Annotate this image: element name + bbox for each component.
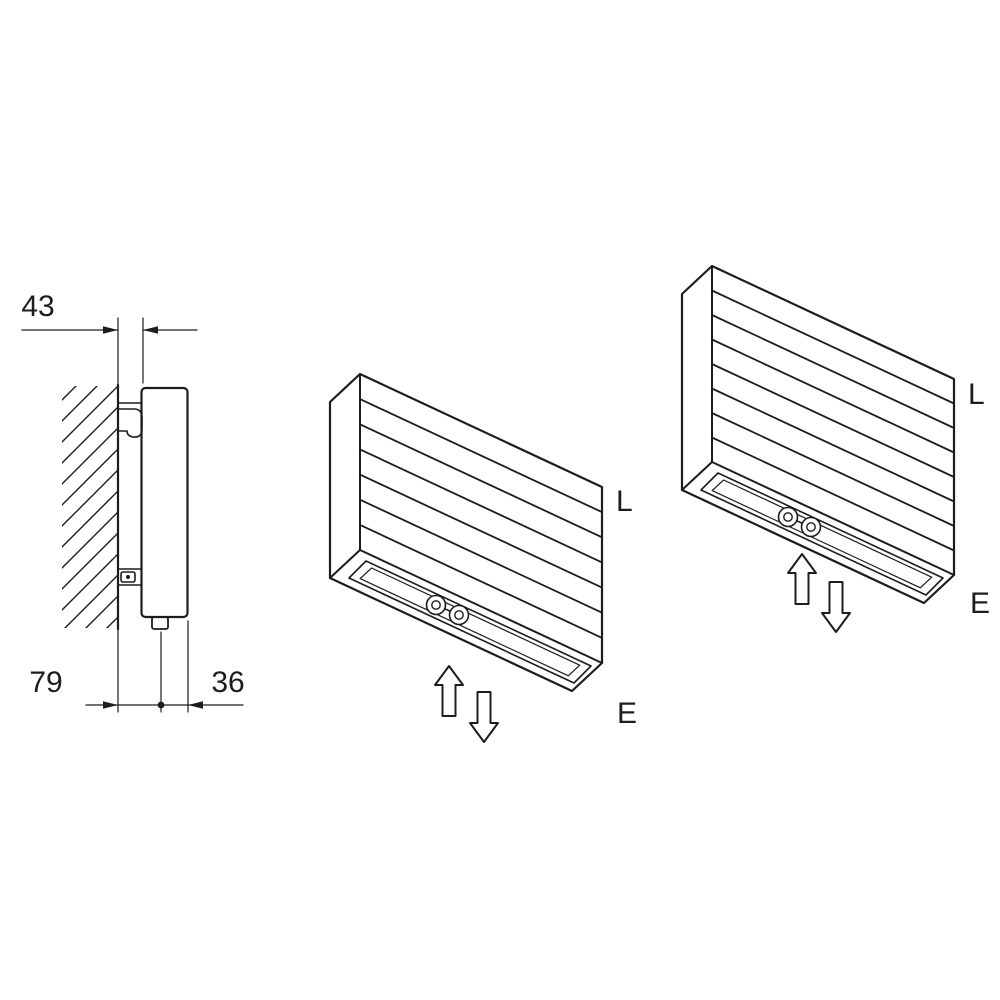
valve-outer: [448, 604, 470, 626]
radiator-iso-b: [680, 264, 956, 633]
valve-inner: [806, 522, 816, 532]
radiator-slats: [359, 398, 603, 639]
bracket-screw: [126, 575, 130, 579]
valve-outer: [800, 516, 822, 538]
dimension-lines: [21, 329, 244, 706]
flow-down-arrow-icon: [821, 581, 851, 633]
radiator-a-return-label: E: [617, 697, 637, 730]
connection-slot-inner: [711, 479, 933, 589]
dim-bottom-left-label: 79: [29, 666, 62, 699]
dimension-chain-dot: [157, 701, 165, 709]
flow-up-arrow-icon: [434, 665, 464, 717]
valve-inner: [431, 600, 441, 610]
valve-inner: [783, 512, 793, 522]
wall-hatching: [62, 386, 118, 628]
radiator-iso-a: [328, 372, 604, 743]
connection-slot-outer: [348, 560, 592, 684]
dim-top-label: 43: [21, 290, 54, 323]
radiator-edges: [329, 373, 603, 664]
radiator-a-supply-label: L: [616, 485, 633, 518]
mounting-bracket-bottom: [117, 568, 142, 586]
side-view: [21, 317, 244, 713]
bracket-spacer: [120, 571, 136, 583]
pipe-connection-nipple: [151, 616, 169, 630]
radiator-profile: [140, 386, 189, 619]
connection-slot-inner: [359, 567, 581, 677]
flow-up-arrow-icon: [787, 553, 817, 605]
mounting-bracket-top: [117, 402, 143, 438]
valve-outer: [425, 594, 447, 616]
extension-lines: [117, 317, 189, 713]
dim-bottom-right-label: 36: [211, 666, 244, 699]
flow-down-arrow-icon: [469, 691, 499, 743]
radiator-slats: [711, 289, 955, 552]
radiator-b-return-label: E: [970, 587, 990, 620]
valve-inner: [454, 610, 464, 620]
connection-slot-outer: [700, 472, 944, 596]
radiator-b-supply-label: L: [968, 378, 985, 411]
radiator-outline: [680, 264, 956, 605]
valve-outer: [777, 506, 799, 528]
